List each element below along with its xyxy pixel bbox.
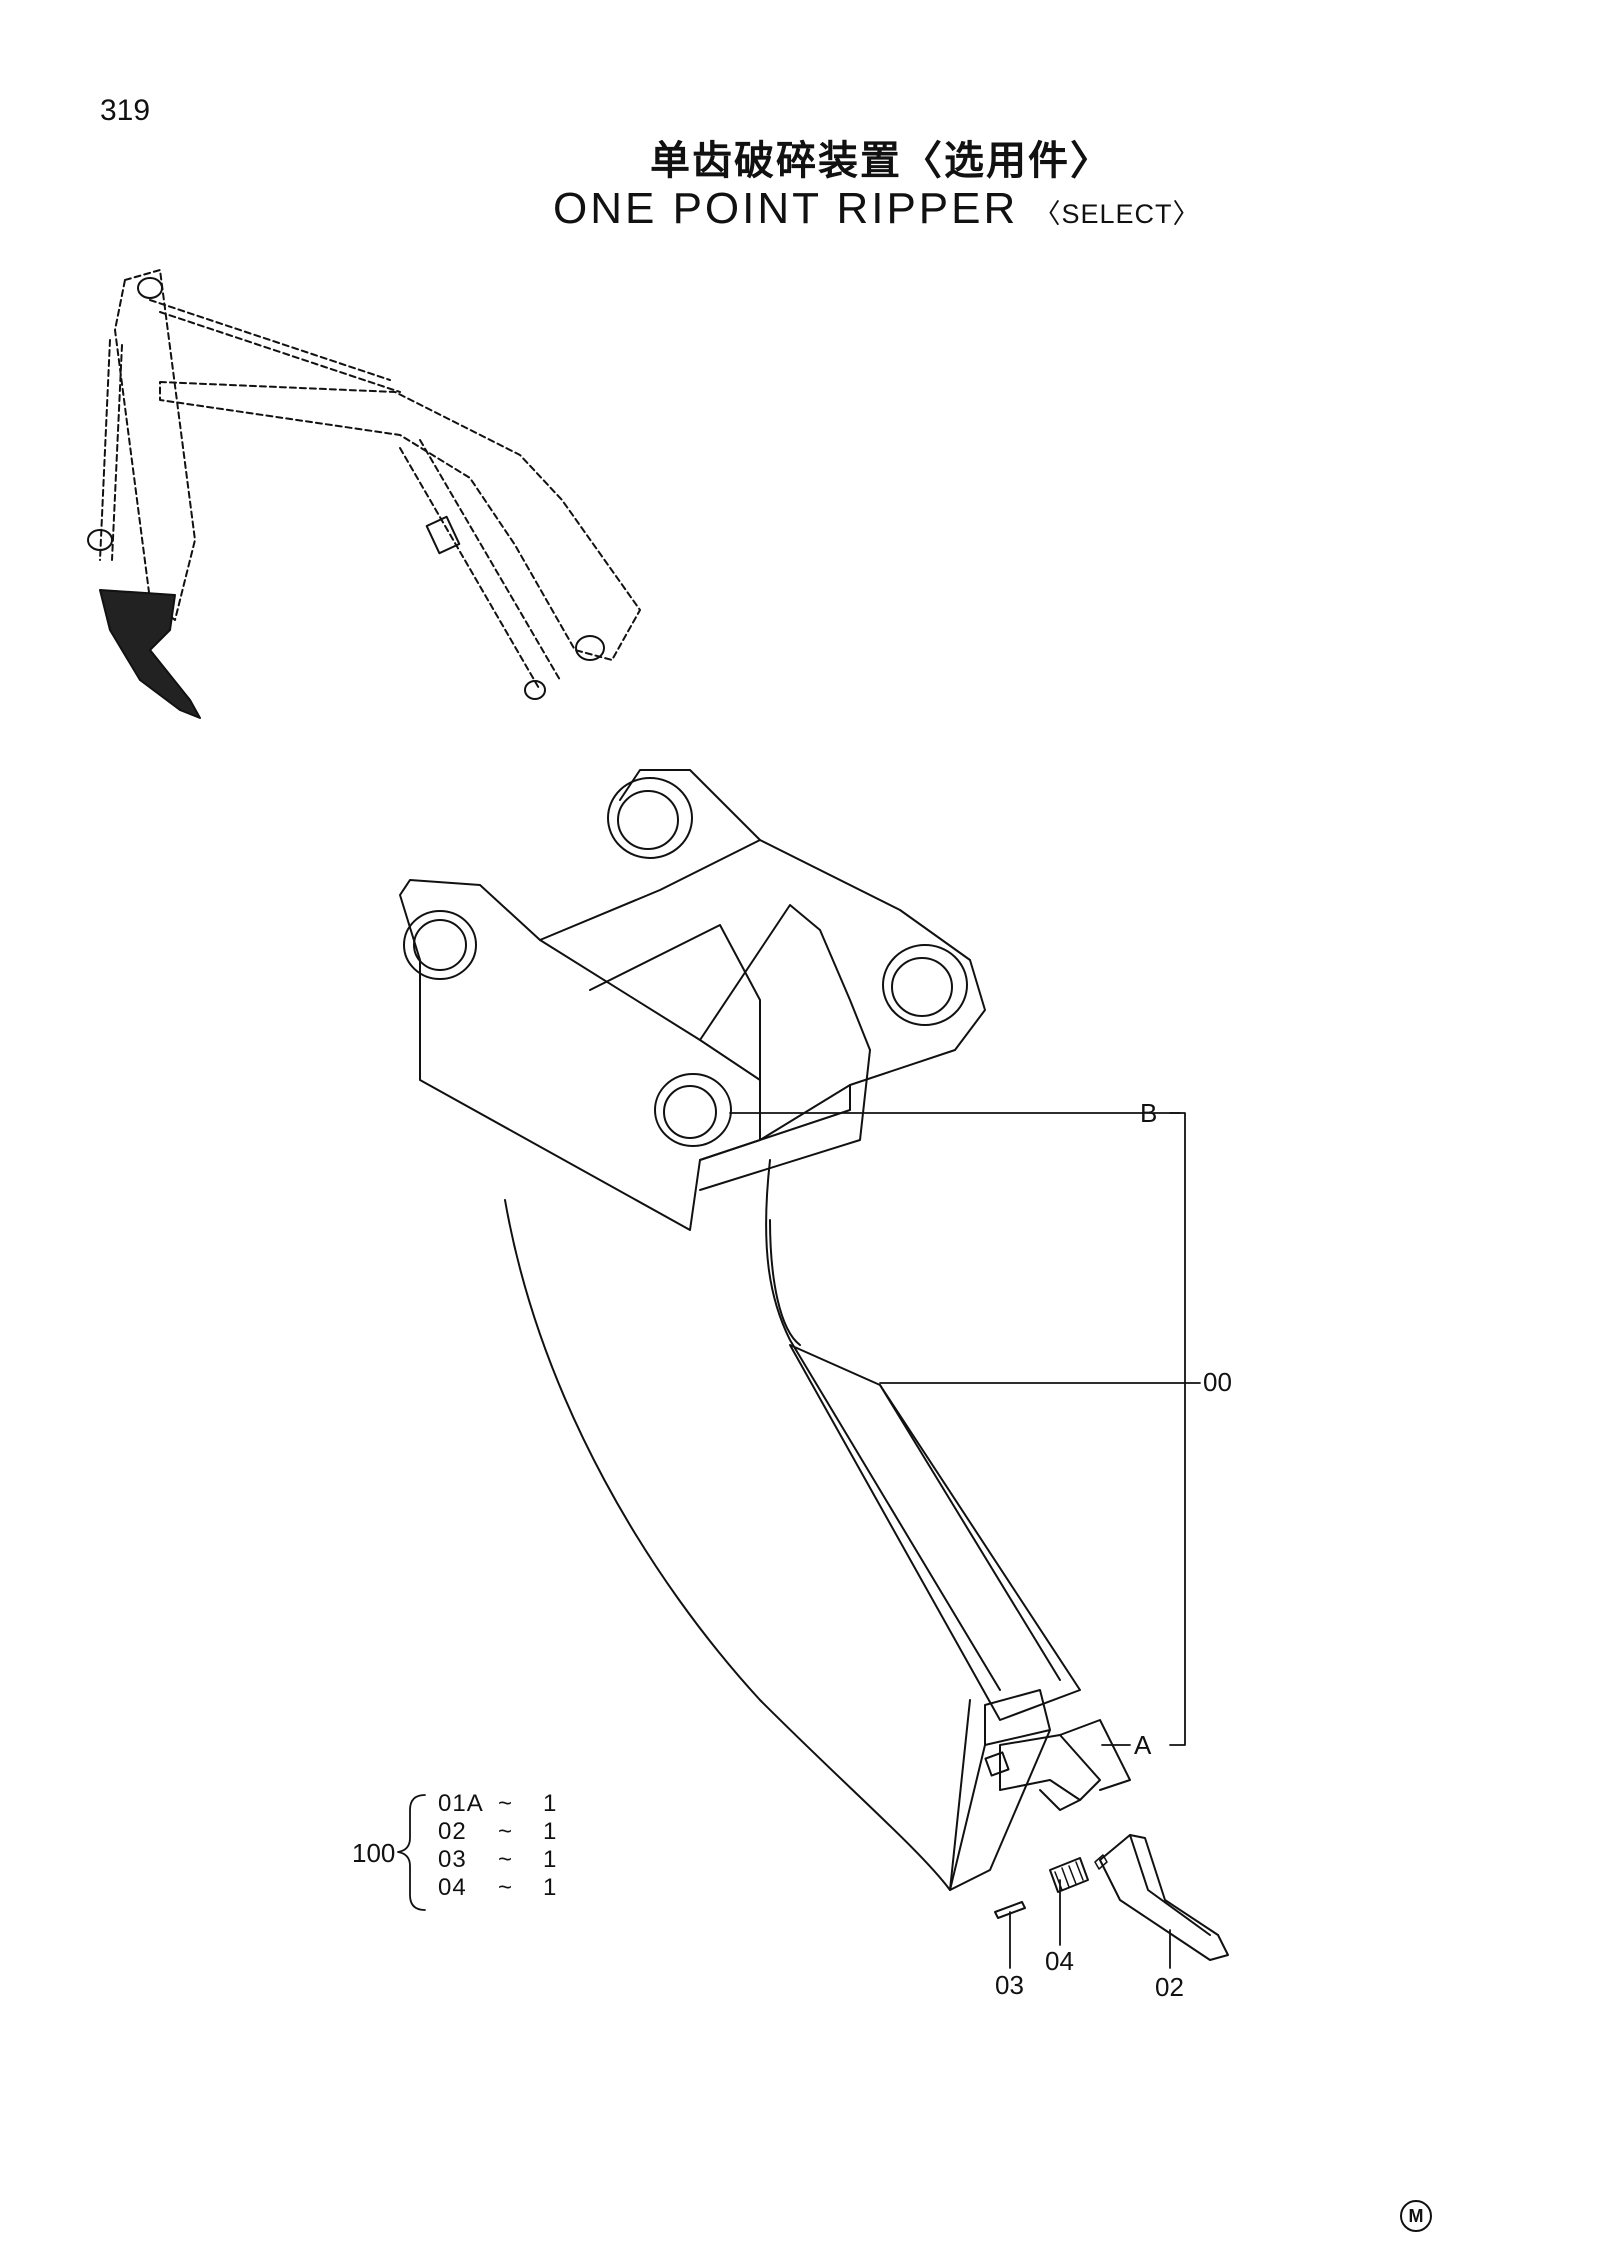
arm-link-pin — [87, 529, 113, 551]
set-sep: ~ — [498, 1846, 514, 1873]
bracket-pin-top — [607, 777, 693, 859]
boom-lower-cylinder — [399, 439, 561, 691]
callout-02: 02 — [1155, 1972, 1184, 2002]
arm-body — [114, 269, 196, 621]
bracket-pin-right — [882, 944, 968, 1026]
bracket-top-plate — [539, 839, 871, 1051]
set-qty: 1 — [543, 1874, 558, 1901]
boom-cylinder-pin — [524, 680, 546, 700]
shank-outer-profile — [504, 1199, 951, 1891]
page-number: 319 — [100, 94, 151, 127]
callout-a: A — [1134, 1730, 1152, 1760]
lock-part-04 — [1049, 1857, 1089, 1893]
shank-lower-plate — [879, 1384, 1061, 1891]
mini-ripper-shank — [99, 589, 201, 719]
boom-top-cylinder — [149, 299, 401, 393]
bracket-left-plate — [399, 879, 761, 1231]
title-english-main: ONE POINT RIPPER — [553, 184, 1019, 233]
ripper-point-installed — [984, 1719, 1131, 1811]
leader-lines — [729, 1112, 1201, 1969]
boom-cylinder-barrel — [425, 515, 461, 555]
ripper-bracket — [399, 769, 986, 1231]
bracket-right-plate — [619, 769, 986, 1141]
pin-part-03 — [994, 1901, 1026, 1919]
set-sep: ~ — [498, 1874, 514, 1901]
callout-03: 03 — [995, 1970, 1024, 2000]
shank-inner-profile — [769, 1219, 801, 1346]
set-qty: 1 — [543, 1818, 558, 1845]
set-sep: ~ — [498, 1818, 514, 1845]
excavator-boom-illustration — [87, 269, 641, 719]
set-part: 02 — [438, 1818, 467, 1845]
set-part: 01A — [438, 1790, 484, 1817]
parts-set-row: 04 ~1 — [438, 1874, 557, 1902]
set-qty: 1 — [543, 1846, 558, 1873]
corner-mark: M — [1400, 2200, 1432, 2232]
callout-04: 04 — [1045, 1946, 1074, 1976]
bracket-pin-left — [403, 910, 477, 980]
shank-wear-plate — [789, 1344, 1081, 1721]
parts-set-row: 03 ~1 — [438, 1846, 557, 1874]
parts-set-number: 100 — [352, 1838, 396, 1868]
title-chinese: 单齿破碎装置〈选用件〉 — [650, 138, 1112, 184]
set-sep: ~ — [498, 1790, 514, 1817]
ripper-shank — [504, 1159, 1081, 1891]
set-part: 03 — [438, 1846, 467, 1873]
shank-tip-housing — [949, 1689, 1051, 1891]
leader-bracket-right — [1169, 1112, 1186, 1746]
arm-top-pin — [137, 277, 163, 299]
parts-set-row: 02 ~1 — [438, 1818, 557, 1846]
point-part-02 — [1094, 1834, 1229, 1961]
parts-set-row: 01A ~1 — [438, 1790, 557, 1818]
set-part: 04 — [438, 1874, 467, 1901]
title-english: ONE POINT RIPPER 〈SELECT〉 — [553, 184, 1201, 234]
boom-foot-pin — [575, 635, 605, 661]
title-select-tag: 〈SELECT〉 — [1033, 199, 1201, 229]
callout-b: B — [1140, 1098, 1158, 1128]
callout-00: 00 — [1203, 1367, 1232, 1397]
bracket-pin-front — [654, 1073, 732, 1147]
set-qty: 1 — [543, 1790, 558, 1817]
parts-set-brace — [397, 1794, 426, 1911]
shank-front-profile — [765, 1159, 1001, 1691]
boom-body — [159, 381, 641, 661]
bracket-cross-plate — [589, 924, 761, 1081]
arm-cylinder — [99, 339, 123, 561]
bracket-lower-edge — [699, 1049, 871, 1191]
